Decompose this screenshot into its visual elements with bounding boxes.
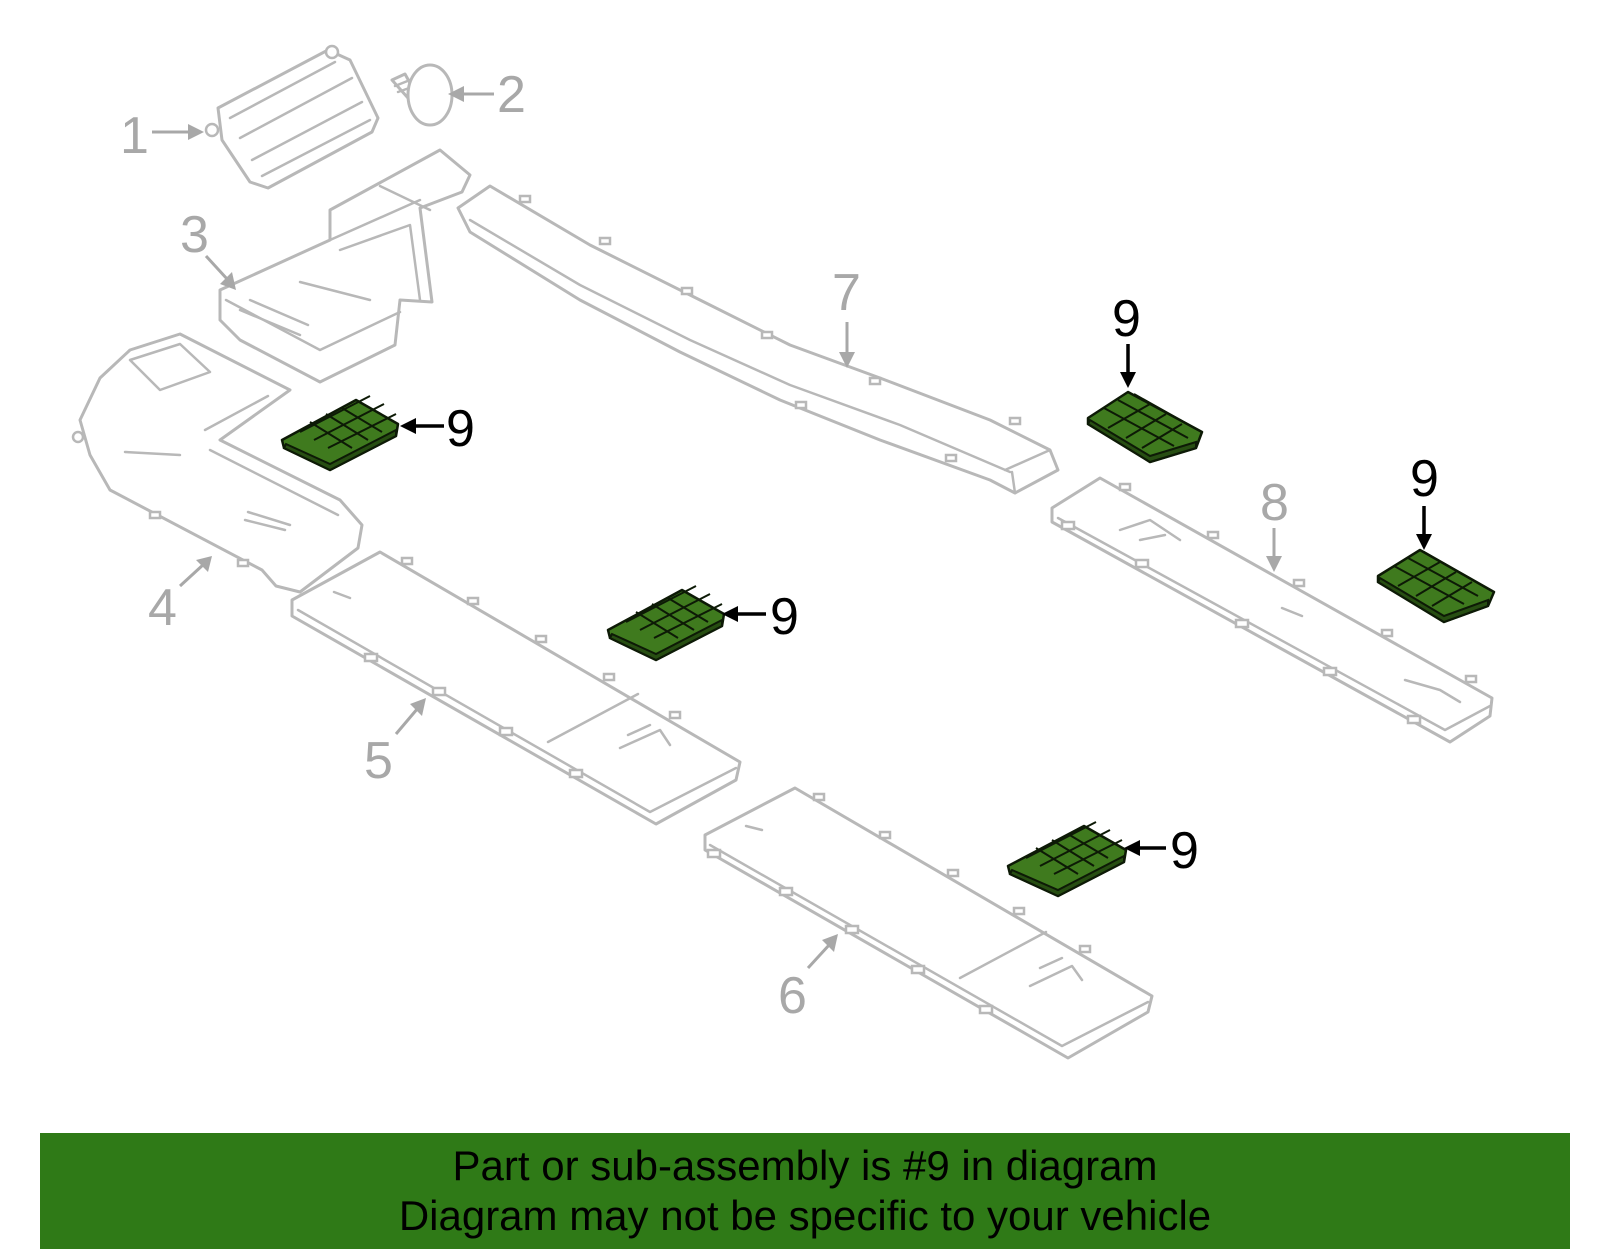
banner-line-part: Part or sub-assembly is #9 in diagram <box>452 1142 1158 1189</box>
callout-label-9: 9 <box>1410 450 1439 508</box>
callout-9-e: 9 <box>1124 822 1199 880</box>
callout-label-4: 4 <box>148 579 177 637</box>
callout-3: 3 <box>180 206 236 290</box>
part-6-floor-panel <box>703 786 1154 1060</box>
callout-9-a: 9 <box>400 400 475 458</box>
part-9-grille-e[interactable] <box>1006 821 1128 898</box>
callout-label-2: 2 <box>497 66 526 124</box>
callout-label-1: 1 <box>120 107 149 165</box>
callout-label-9: 9 <box>446 400 475 458</box>
part-9-grille-c[interactable] <box>1376 548 1496 624</box>
callout-label-9: 9 <box>770 588 799 646</box>
callout-label-9: 9 <box>1112 290 1141 348</box>
callout-7: 7 <box>832 264 861 368</box>
callout-9-d: 9 <box>722 588 799 646</box>
part-8-floor-panel <box>1050 476 1494 744</box>
callout-9-c: 9 <box>1410 450 1439 550</box>
callout-label-7: 7 <box>832 264 861 322</box>
info-banner: Part or sub-assembly is #9 in diagram Di… <box>40 1133 1570 1249</box>
part-9-grille-a[interactable] <box>280 395 400 472</box>
callout-label-9: 9 <box>1170 822 1199 880</box>
callout-5: 5 <box>364 698 426 790</box>
part-4-left-floor-duct <box>71 332 364 594</box>
part-9-grille-d[interactable] <box>606 585 726 662</box>
part-3-center-duct <box>218 148 472 384</box>
part-9-grille-b[interactable] <box>1086 390 1204 464</box>
callout-label-8: 8 <box>1260 474 1289 532</box>
callout-label-5: 5 <box>364 732 393 790</box>
part-7-tunnel-duct <box>456 184 1060 495</box>
callout-2: 2 <box>448 66 526 124</box>
callout-4: 4 <box>148 556 212 637</box>
part-1-vent-duct <box>204 44 380 190</box>
callout-9-b: 9 <box>1112 290 1141 388</box>
callout-6: 6 <box>778 934 838 1025</box>
part-5-floor-panel <box>290 550 742 826</box>
callout-8: 8 <box>1260 474 1289 572</box>
callout-label-6: 6 <box>778 967 807 1025</box>
part-2-push-clip <box>390 63 454 127</box>
callout-label-3: 3 <box>180 206 209 264</box>
callout-1: 1 <box>120 107 204 165</box>
banner-line-disclaimer: Diagram may not be specific to your vehi… <box>398 1192 1212 1239</box>
